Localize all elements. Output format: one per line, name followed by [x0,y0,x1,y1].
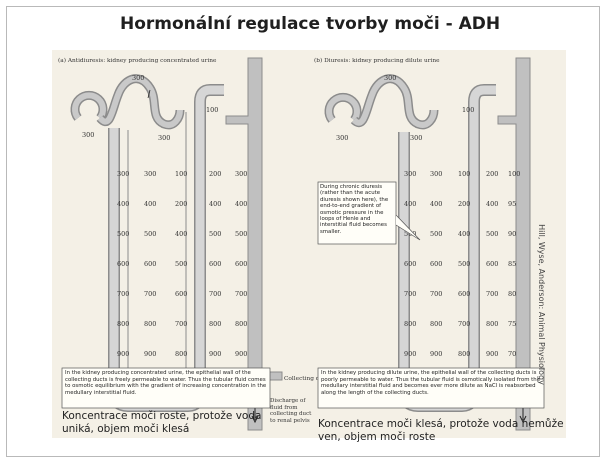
panel-b-top-label: 300 [384,74,396,82]
svg-text:300: 300 [336,134,348,142]
svg-text:70: 70 [508,350,516,358]
svg-text:900: 900 [144,350,156,358]
svg-text:600: 600 [209,260,221,268]
svg-text:700: 700 [144,290,156,298]
svg-text:400: 400 [175,230,187,238]
svg-text:800: 800 [175,350,187,358]
svg-text:600: 600 [235,260,247,268]
svg-text:75: 75 [508,320,516,328]
svg-text:600: 600 [430,260,442,268]
panel-b-heading: (b) Diuresis: kidney producing dilute ur… [314,57,440,64]
svg-text:900: 900 [117,350,129,358]
svg-text:600: 600 [486,260,498,268]
svg-text:200: 200 [209,170,221,178]
svg-text:700: 700 [209,290,221,298]
svg-text:600: 600 [175,290,187,298]
svg-text:700: 700 [235,290,247,298]
svg-text:400: 400 [144,200,156,208]
svg-text:90: 90 [508,230,516,238]
svg-text:500: 500 [144,230,156,238]
svg-text:85: 85 [508,260,516,268]
svg-text:400: 400 [117,200,129,208]
svg-text:900: 900 [430,350,442,358]
svg-text:95: 95 [508,200,516,208]
panel-a-distal-label: 100 [206,106,218,114]
svg-text:800: 800 [486,320,498,328]
svg-text:300: 300 [404,170,416,178]
svg-text:700: 700 [430,290,442,298]
svg-text:400: 400 [486,200,498,208]
svg-text:900: 900 [404,350,416,358]
svg-text:800: 800 [117,320,129,328]
citation: Hill, Wyse, Anderson: Animal Physiology [537,224,546,385]
caption-left: Koncentrace moči roste, protože voda uni… [62,410,288,436]
svg-text:500: 500 [235,230,247,238]
svg-text:300: 300 [144,170,156,178]
svg-text:100: 100 [462,106,474,114]
svg-text:400: 400 [404,200,416,208]
svg-text:600: 600 [404,260,416,268]
svg-text:500: 500 [486,230,498,238]
svg-text:500: 500 [117,230,129,238]
panel-a-top-label: 300 [132,74,144,82]
svg-text:100: 100 [175,170,187,178]
svg-text:300: 300 [430,170,442,178]
svg-text:800: 800 [235,320,247,328]
svg-text:300: 300 [410,134,422,142]
panel-b-values: 300 400 500 600 700 800 900 1000 300 400… [402,170,520,388]
svg-text:500: 500 [458,260,470,268]
svg-text:200: 200 [175,200,187,208]
svg-text:400: 400 [430,200,442,208]
svg-text:300: 300 [235,170,247,178]
svg-text:700: 700 [458,320,470,328]
svg-text:400: 400 [209,200,221,208]
svg-text:900: 900 [486,350,498,358]
svg-text:100: 100 [508,170,520,178]
svg-text:800: 800 [144,320,156,328]
svg-text:800: 800 [209,320,221,328]
svg-text:700: 700 [117,290,129,298]
panel-a-values: 300 400 500 600 700 800 900 1000 300 400… [115,170,250,388]
svg-text:500: 500 [175,260,187,268]
svg-text:400: 400 [458,230,470,238]
svg-text:600: 600 [458,290,470,298]
svg-text:400: 400 [235,200,247,208]
svg-text:900: 900 [235,350,247,358]
caption-right: Koncentrace moči klesá, protože voda nem… [318,418,572,444]
svg-text:800: 800 [458,350,470,358]
svg-text:800: 800 [404,320,416,328]
svg-text:700: 700 [404,290,416,298]
svg-text:200: 200 [486,170,498,178]
svg-text:80: 80 [508,290,516,298]
svg-text:700: 700 [486,290,498,298]
svg-text:300: 300 [158,134,170,142]
svg-text:900: 900 [209,350,221,358]
svg-text:600: 600 [144,260,156,268]
svg-text:100: 100 [458,170,470,178]
svg-text:700: 700 [175,320,187,328]
svg-text:600: 600 [117,260,129,268]
svg-text:500: 500 [209,230,221,238]
svg-text:800: 800 [430,320,442,328]
svg-text:300: 300 [117,170,129,178]
panel-a-heading: (a) Antidiuresis: kidney producing conce… [58,57,217,64]
svg-text:200: 200 [458,200,470,208]
svg-text:500: 500 [430,230,442,238]
svg-text:300: 300 [82,131,94,139]
